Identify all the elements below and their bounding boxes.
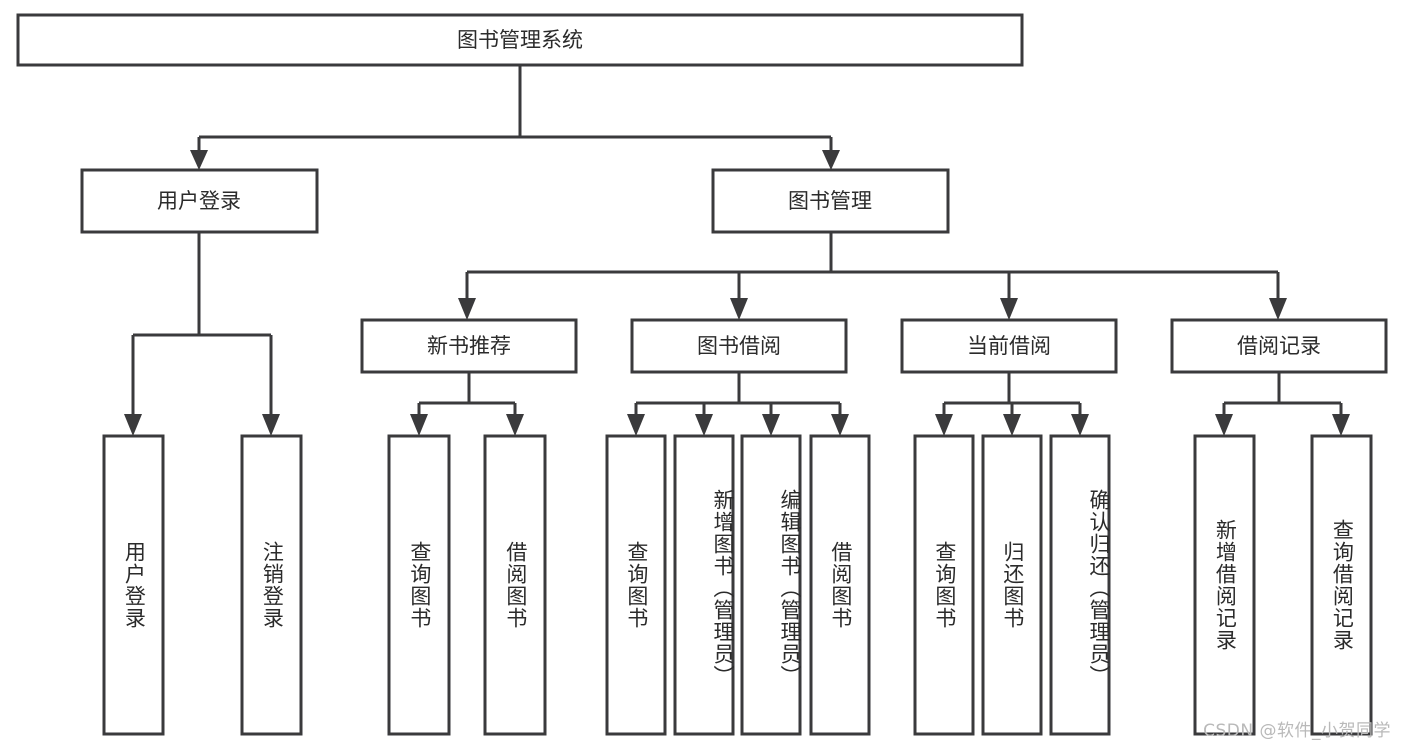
node-leaf-borrow-book-1[interactable] (483, 434, 547, 736)
arrow-leaf-query-book-3 (935, 414, 953, 436)
node-leaf-query-book-1[interactable] (387, 434, 451, 736)
arrow-leaf-query-book-2 (627, 414, 645, 436)
arrow-leaf-confirm-return (1071, 414, 1089, 436)
node-leaf-logout-login[interactable] (240, 434, 303, 736)
arrow-leaf-add-record (1215, 414, 1233, 436)
node-book-management[interactable] (711, 168, 950, 234)
node-leaf-query-record[interactable] (1310, 434, 1373, 736)
node-leaf-edit-book[interactable] (740, 434, 802, 736)
node-borrow-record-label: 借阅记录 (1237, 334, 1321, 358)
node-layer: 图书管理系统 用户登录 图书管理 新书推荐 图书借阅 当前借阅 借阅记录 (16, 13, 1388, 736)
node-user-login-label: 用户登录 (157, 189, 241, 213)
node-user-login[interactable] (80, 168, 319, 234)
node-leaf-add-record[interactable] (1193, 434, 1256, 736)
arrow-to-current-borrow (1000, 298, 1018, 320)
arrow-leaf-add-book (695, 414, 713, 436)
node-current-borrow[interactable] (900, 318, 1118, 374)
node-borrow-record[interactable] (1170, 318, 1388, 374)
node-new-book-recommend-label: 新书推荐 (427, 334, 511, 358)
arrow-leaf-borrow-book-2 (831, 414, 849, 436)
connector-layer (124, 65, 1350, 436)
node-leaf-confirm-return[interactable] (1049, 434, 1111, 736)
arrow-leaf-return-book (1003, 414, 1021, 436)
arrow-leaf-query-record (1332, 414, 1350, 436)
node-book-borrow-label: 图书借阅 (697, 334, 781, 358)
arrow-to-borrow-record (1269, 298, 1287, 320)
arrow-to-new-book-recommend (458, 298, 476, 320)
node-current-borrow-label: 当前借阅 (967, 334, 1051, 358)
node-root[interactable] (16, 13, 1024, 67)
arrow-leaf-user-login (124, 414, 142, 436)
node-leaf-borrow-book-2[interactable] (809, 434, 871, 736)
node-book-management-label: 图书管理 (788, 189, 872, 213)
node-leaf-return-book[interactable] (981, 434, 1043, 736)
node-leaf-query-book-2[interactable] (605, 434, 667, 736)
arrow-leaf-borrow-book-1 (506, 414, 524, 436)
arrow-leaf-logout-login (262, 414, 280, 436)
arrow-leaf-edit-book (762, 414, 780, 436)
node-new-book-recommend[interactable] (360, 318, 578, 374)
node-root-label: 图书管理系统 (457, 28, 583, 52)
node-leaf-query-book-3[interactable] (913, 434, 975, 736)
node-book-borrow[interactable] (630, 318, 848, 374)
node-leaf-user-login[interactable] (102, 434, 165, 736)
arrow-to-book-borrow (730, 298, 748, 320)
node-leaf-add-book[interactable] (673, 434, 735, 736)
arrow-leaf-query-book-1 (410, 414, 428, 436)
arrow-to-book-management (822, 150, 840, 170)
arrow-to-user-login (190, 150, 208, 170)
csdn-watermark: CSDN @软件_小贺同学 (1203, 721, 1391, 741)
